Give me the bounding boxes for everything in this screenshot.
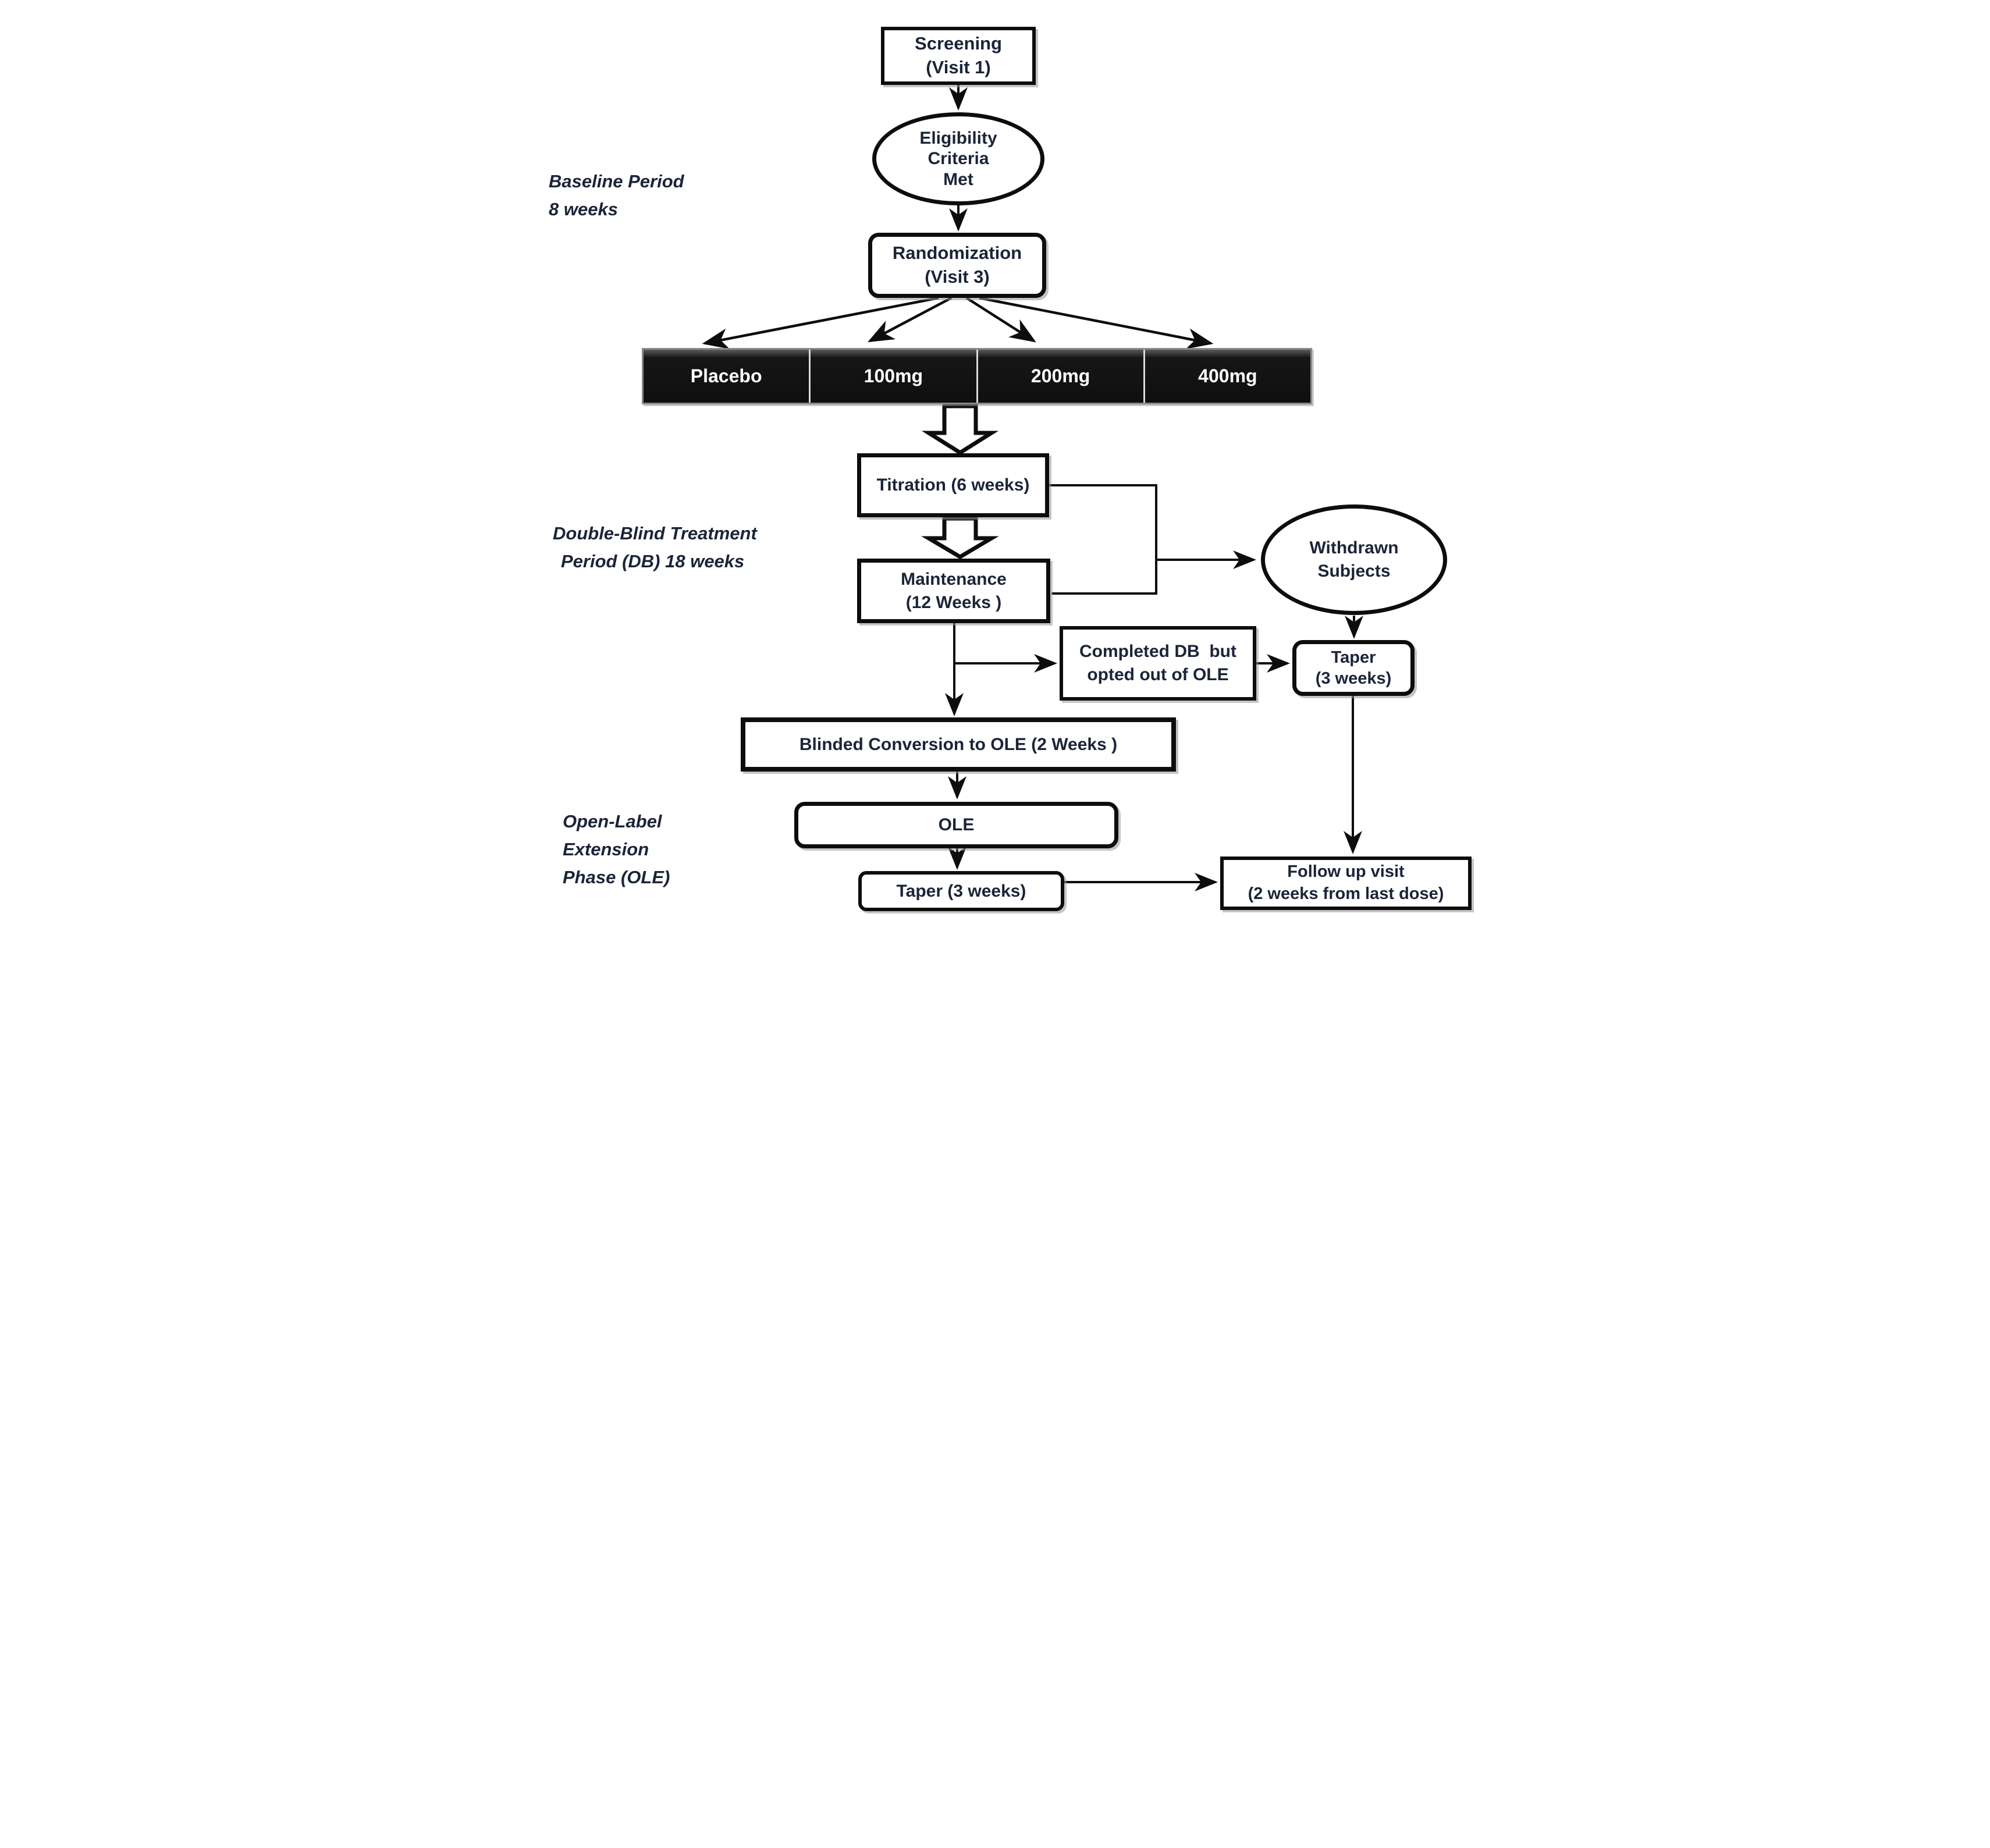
ole-label: OLE xyxy=(938,815,975,835)
phase-label-baseline-line1: Baseline Period xyxy=(549,171,684,191)
withdrawn-line2: Subjects xyxy=(1317,561,1391,581)
phase-label-baseline-line2: 8 weeks xyxy=(549,199,618,220)
arrow-randomization-to-200mg xyxy=(965,297,1036,343)
screening-line2: (Visit 1) xyxy=(926,57,991,77)
taper-right-line2: (3 weeks) xyxy=(1315,669,1392,688)
phase-label-double-blind-line2: Period (DB) 18 weeks xyxy=(561,551,745,572)
eligibility-line1: Eligibility xyxy=(919,128,997,148)
flowchart-canvas: Baseline Period 8 weeks Double-Blind Tre… xyxy=(498,0,1492,924)
eligibility-line3: Met xyxy=(943,169,973,189)
follow-up-box: Follow up visit (2 weeks from last dose) xyxy=(1220,857,1472,910)
taper-right-line1: Taper xyxy=(1331,648,1376,667)
screening-box: Screening (Visit 1) xyxy=(881,27,1036,85)
follow-up-line1: Follow up visit xyxy=(1287,862,1405,882)
block-arrow-titration-to-maintenance xyxy=(921,516,999,560)
arm-cell-400mg: 400mg xyxy=(1143,350,1310,403)
withdrawn-line1: Withdrawn xyxy=(1309,538,1399,558)
phase-label-baseline: Baseline Period 8 weeks xyxy=(549,168,684,223)
completed-db-line2: opted out of OLE xyxy=(1087,665,1229,684)
ole-box: OLE xyxy=(794,802,1118,848)
phase-label-double-blind: Double-Blind Treatment Period (DB) 18 we… xyxy=(553,520,757,575)
taper-bottom-label: Taper (3 weeks) xyxy=(896,881,1026,901)
maintenance-line1: Maintenance xyxy=(901,569,1007,589)
eligibility-ellipse: Eligibility Criteria Met xyxy=(872,112,1044,205)
arrow-randomization-to-400mg xyxy=(979,296,1214,349)
phase-label-open-label-line1: Open-Label xyxy=(563,811,662,831)
taper-right-box: Taper (3 weeks) xyxy=(1292,640,1415,696)
arrow-randomization-to-placebo xyxy=(702,296,939,349)
withdrawn-ellipse: Withdrawn Subjects xyxy=(1261,504,1447,615)
follow-up-line2: (2 weeks from last dose) xyxy=(1248,884,1444,903)
eligibility-line2: Criteria xyxy=(928,149,989,169)
titration-box: Titration (6 weeks) xyxy=(857,453,1049,517)
connector-withdrawal-bracket xyxy=(1049,484,1157,595)
screening-line1: Screening xyxy=(915,33,1002,54)
maintenance-line2: (12 Weeks ) xyxy=(905,592,1002,612)
phase-label-open-label-line2: Extension xyxy=(563,839,649,860)
blinded-conversion-label: Blinded Conversion to OLE (2 Weeks ) xyxy=(799,734,1118,754)
arm-cell-placebo: Placebo xyxy=(690,365,762,386)
blinded-conversion-box: Blinded Conversion to OLE (2 Weeks ) xyxy=(741,717,1176,772)
taper-bottom-box: Taper (3 weeks) xyxy=(858,871,1064,911)
arrow-randomization-to-100mg xyxy=(868,297,953,343)
maintenance-box: Maintenance (12 Weeks ) xyxy=(857,559,1050,623)
treatment-arm-bar: Placebo 100mg 200mg 400mg xyxy=(642,348,1312,404)
randomization-box: Randomization (Visit 3) xyxy=(868,233,1046,298)
arm-cell-100mg: 100mg xyxy=(809,350,976,403)
connector-layer xyxy=(702,84,1363,891)
arm-cell-200mg: 200mg xyxy=(976,350,1143,403)
randomization-line1: Randomization xyxy=(892,243,1022,264)
block-arrow-bar-to-titration xyxy=(921,404,999,456)
completed-db-box: Completed DB but opted out of OLE xyxy=(1060,626,1256,701)
phase-label-open-label-line3: Phase (OLE) xyxy=(563,867,670,888)
completed-db-line1: Completed DB but xyxy=(1079,642,1236,662)
phase-label-open-label: Open-Label Extension Phase (OLE) xyxy=(563,808,670,891)
randomization-line2: (Visit 3) xyxy=(925,266,990,287)
titration-label: Titration (6 weeks) xyxy=(876,475,1030,495)
phase-label-double-blind-line1: Double-Blind Treatment xyxy=(553,523,757,543)
